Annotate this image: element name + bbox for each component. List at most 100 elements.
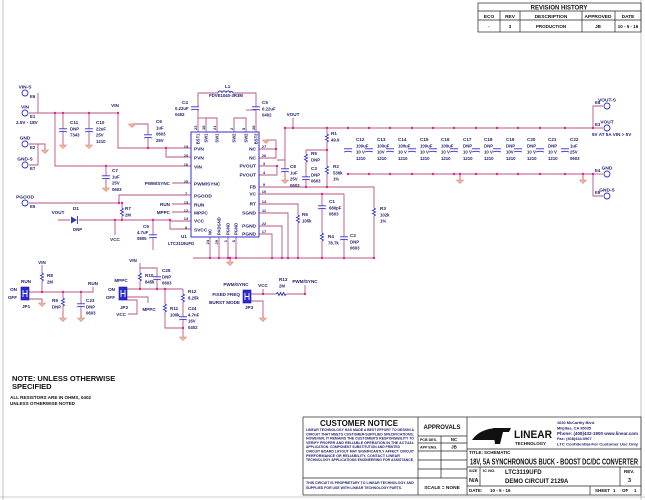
ground-icon: [58, 317, 68, 322]
terminal-e8[interactable]: [603, 102, 611, 110]
ic-pin-name: PGOOD: [194, 194, 212, 200]
terminal-e7[interactable]: [21, 161, 29, 169]
logo-sub: TECHNOLOGY: [515, 441, 546, 446]
capacitor-symbol: [339, 236, 349, 241]
component-value: 536k: [333, 170, 343, 175]
junction-dot: [591, 172, 595, 176]
component-value: 1210: [356, 156, 366, 161]
net-label: OFF: [8, 295, 17, 300]
customer-notice-title: CUSTOMER NOTICE: [320, 419, 399, 428]
terminal-e4[interactable]: [603, 170, 611, 178]
component-value: DNP: [162, 274, 171, 279]
component-value: 0603: [290, 183, 300, 188]
terminal-e2[interactable]: [21, 140, 29, 148]
junction-dot: [61, 111, 65, 115]
junction-dot: [228, 256, 232, 260]
terminal-e3[interactable]: [603, 124, 611, 132]
component-value: 25V: [156, 138, 164, 143]
component-value: 0603: [86, 311, 96, 316]
junction-dot: [342, 256, 346, 260]
junction-dot: [168, 218, 172, 222]
junction-dot: [516, 126, 520, 130]
component-value: 78.7k: [328, 240, 339, 245]
component-ref: C7: [112, 168, 118, 173]
component-value: DNP: [527, 143, 536, 148]
component-value: 1uF: [112, 174, 120, 179]
ic-pin-number: 12: [184, 208, 189, 213]
address-line: Fax: (408)434-0507: [557, 436, 592, 441]
component-value: DNP: [548, 143, 557, 148]
jumper-icon[interactable]: [20, 286, 30, 301]
ground-icon: [58, 144, 68, 149]
component-value: 0.22uF: [262, 106, 276, 111]
terminal-e9[interactable]: [603, 192, 611, 200]
junction-dot: [217, 256, 221, 260]
component-ref: C21: [548, 137, 557, 142]
ground-icon: [455, 179, 465, 184]
capacitor-symbol: [513, 148, 523, 153]
component-ref: R9: [52, 298, 58, 303]
net-label: MPPC: [114, 278, 128, 283]
component-value: 1210: [484, 156, 494, 161]
component-value: 10 V: [420, 150, 429, 155]
ic-pin-name: NC: [208, 229, 213, 235]
wire: [205, 117, 218, 132]
terminal-id: E6: [30, 94, 36, 99]
junction-dot: [325, 185, 329, 189]
wire: [140, 267, 158, 289]
notes: NOTE: UNLESS OTHERWISE SPECIFIED ALL RES…: [10, 374, 115, 406]
terminal-e1[interactable]: [21, 109, 29, 117]
ic-pin-name: RUN: [194, 203, 205, 209]
customer-notice-line: PERFORMANCE OR RELIABILITY. CONTACT LINE…: [306, 454, 401, 458]
junction-dot: [61, 290, 65, 294]
component-ref: R13: [279, 277, 288, 282]
junction-dot: [431, 126, 435, 130]
net-label: VOUT: [52, 210, 65, 215]
component-ref: JP3: [245, 305, 254, 310]
resistor-symbol: [119, 207, 125, 217]
ground-icon: [178, 336, 188, 341]
address-line: 1630 McCarthy Blvd.: [557, 420, 595, 425]
revision-history-title: REVISION HISTORY: [531, 6, 588, 12]
ic-pin-name: SW2: [244, 133, 249, 143]
company-address: 1630 McCarthy Blvd.Milpitas, CA 95035Pho…: [557, 420, 639, 447]
capacitor-symbol: [251, 106, 261, 111]
ground-icon: [101, 187, 111, 192]
component-value: DNP: [86, 304, 95, 309]
component-value: 1210: [377, 156, 387, 161]
component-value: 1uF: [570, 143, 578, 148]
component-ref: C17: [463, 137, 472, 142]
component-value: 1210: [398, 156, 408, 161]
rev-eco: -: [488, 24, 490, 29]
component-ref: JP1: [22, 304, 31, 309]
capacitor-symbol: [449, 148, 459, 153]
ic-pin-number: 18: [201, 125, 206, 130]
ic-pin-number: 20: [184, 153, 189, 158]
jumper-icon[interactable]: [118, 286, 128, 301]
component-value: 10V: [377, 150, 385, 155]
jumper-icon[interactable]: [242, 289, 252, 304]
ic-pin-name: PADGND: [217, 217, 222, 235]
net-label: OFF: [106, 295, 115, 300]
component-symbols: [20, 89, 611, 341]
wire: [29, 143, 46, 150]
ic-pin-name: PVN: [194, 156, 204, 162]
resistor-symbol: [137, 272, 143, 282]
terminal-label: GND-S: [17, 157, 33, 163]
component-ref: C16: [441, 137, 450, 142]
wire: [132, 123, 149, 148]
component-value: 845k: [145, 279, 155, 284]
ic-pin-number: 9: [263, 182, 266, 187]
terminal-e6[interactable]: [21, 89, 29, 97]
junction-dot: [591, 126, 595, 130]
junction-dot: [208, 256, 212, 260]
terminal-e5[interactable]: [21, 199, 29, 207]
